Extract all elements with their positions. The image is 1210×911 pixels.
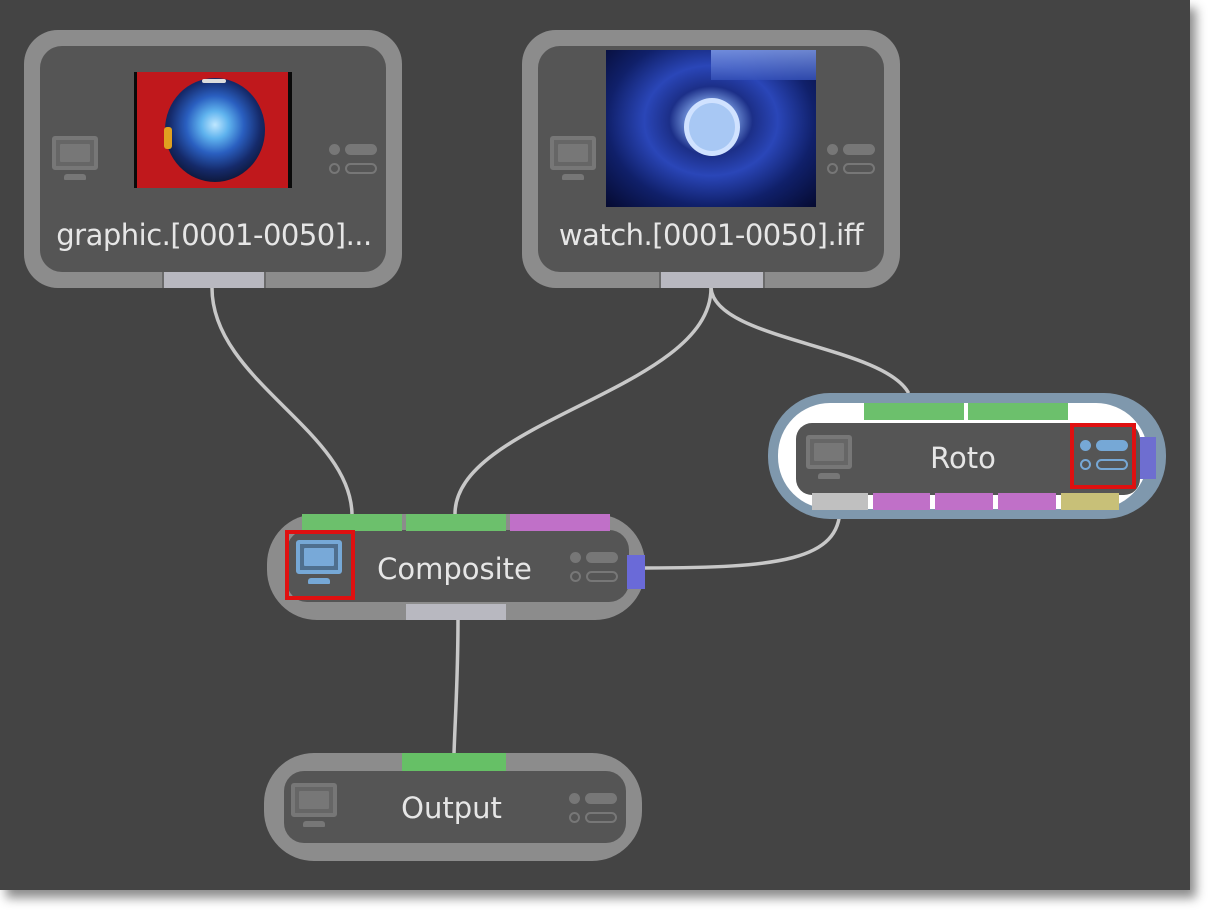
monitor-icon[interactable] <box>291 783 337 827</box>
monitor-icon[interactable] <box>550 136 596 180</box>
input-port-2[interactable] <box>406 514 506 531</box>
wire-watch-to-roto[interactable] <box>709 286 910 394</box>
attributes-icon[interactable] <box>329 142 377 176</box>
node-composite[interactable]: Composite <box>267 514 645 620</box>
wire-graphic-to-composite[interactable] <box>210 286 354 516</box>
input-port-1[interactable] <box>402 753 506 771</box>
node-body <box>287 530 629 602</box>
node-label: graphic.[0001-0050]... <box>56 218 372 252</box>
output-port-gray[interactable] <box>812 493 868 510</box>
wire-composite-to-output[interactable] <box>452 616 460 756</box>
wire-watch-to-composite[interactable] <box>453 286 713 516</box>
input-port-1[interactable] <box>302 514 402 531</box>
input-port-3[interactable] <box>510 514 610 531</box>
monitor-icon[interactable] <box>52 136 98 180</box>
side-output-port[interactable] <box>1140 437 1156 479</box>
attributes-icon[interactable] <box>569 791 617 825</box>
monitor-icon[interactable] <box>296 540 342 584</box>
output-port-yellow[interactable] <box>1061 493 1119 510</box>
output-port[interactable] <box>659 272 763 288</box>
display-highlight-box <box>285 530 355 600</box>
node-graphic[interactable]: graphic.[0001-0050]... <box>24 30 402 288</box>
monitor-icon[interactable] <box>806 435 852 479</box>
node-label: Roto <box>930 441 996 475</box>
output-port-magenta-2[interactable] <box>935 493 993 510</box>
output-port-magenta-1[interactable] <box>873 493 930 510</box>
output-port[interactable] <box>162 272 264 288</box>
node-body <box>284 771 626 843</box>
node-roto[interactable]: Roto <box>768 393 1166 519</box>
input-port-2[interactable] <box>968 403 1068 420</box>
graphic-thumbnail <box>134 72 292 188</box>
watch-thumbnail <box>606 50 816 207</box>
output-port-magenta-3[interactable] <box>998 493 1056 510</box>
attributes-icon[interactable] <box>1080 438 1128 472</box>
attributes-highlight-box <box>1070 423 1136 489</box>
output-port[interactable] <box>406 604 506 620</box>
attributes-icon[interactable] <box>827 142 875 176</box>
node-watch[interactable]: watch.[0001-0050].iff <box>522 30 900 288</box>
node-label: Output <box>401 791 502 825</box>
input-port-1[interactable] <box>864 403 964 420</box>
side-input-port[interactable] <box>627 555 645 589</box>
node-label: watch.[0001-0050].iff <box>558 218 864 252</box>
node-graph-canvas[interactable]: graphic.[0001-0050]... watch.[0001-0050]… <box>0 0 1190 890</box>
node-output[interactable]: Output <box>264 753 642 861</box>
attributes-icon[interactable] <box>570 550 618 584</box>
node-label: Composite <box>377 552 532 586</box>
